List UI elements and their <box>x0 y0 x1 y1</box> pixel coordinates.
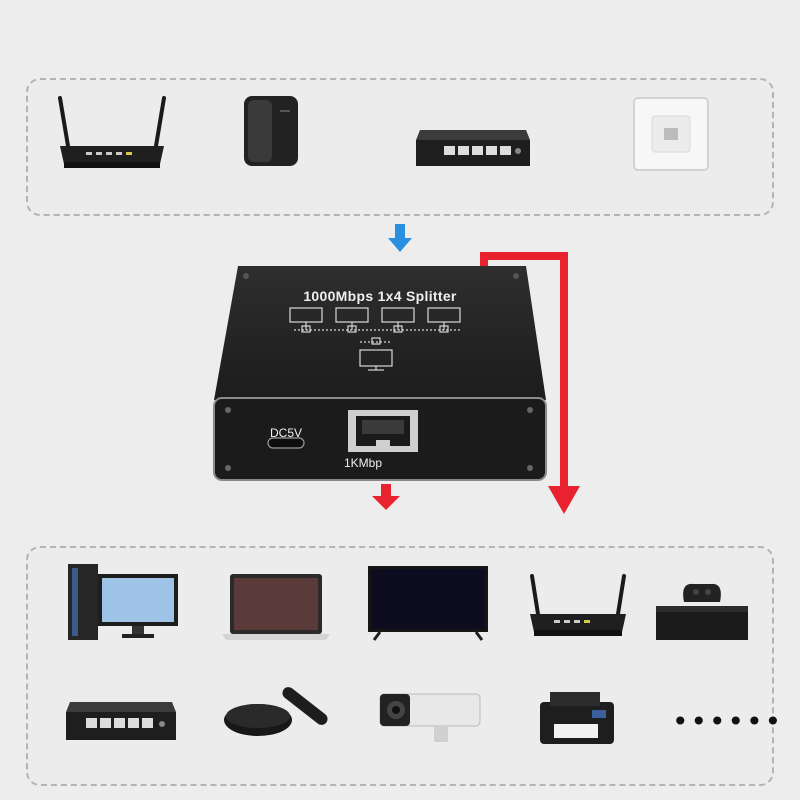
input-arrow <box>388 224 412 259</box>
security-camera-icon <box>378 688 482 746</box>
output-arrow-large <box>478 252 580 523</box>
splitter-title: 1000Mbps 1x4 Splitter <box>303 288 457 304</box>
more-devices-indicator: •••••• <box>672 705 784 738</box>
tv-icon <box>366 564 490 642</box>
desktop-pc-icon <box>66 562 182 644</box>
switch-icon <box>64 700 178 744</box>
router-icon <box>56 94 168 176</box>
dc-port-label: DC5V <box>270 426 303 440</box>
ethernet-port-label: 1KMbp <box>344 456 383 470</box>
output-arrow-small <box>372 484 400 517</box>
switch-icon <box>414 128 532 170</box>
game-console-icon <box>654 572 750 644</box>
printer-icon <box>536 688 618 750</box>
splitter-device: 1000Mbps 1x4 Splitter DC5V 1KMbp <box>210 262 550 484</box>
modem-icon <box>240 94 302 170</box>
tv-box-icon <box>222 686 334 742</box>
laptop-icon <box>220 572 332 642</box>
wall-socket-icon <box>632 96 710 172</box>
router-icon <box>528 572 628 642</box>
